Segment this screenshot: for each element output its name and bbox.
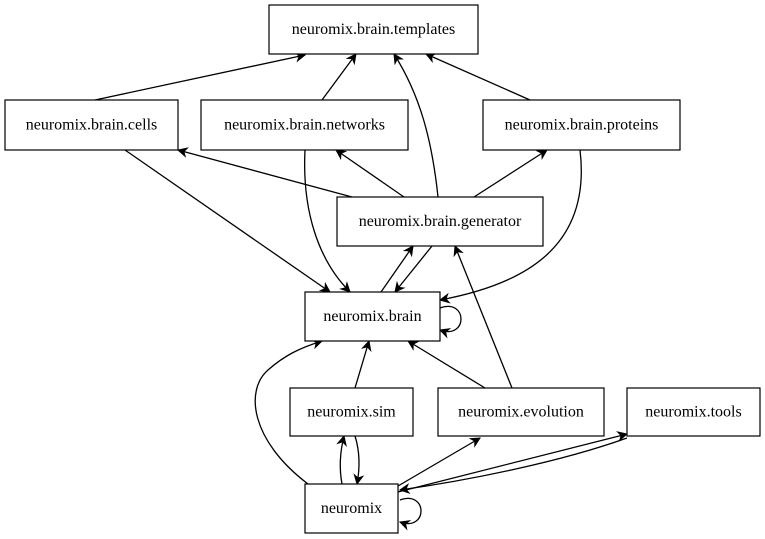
node-neuromix-sim[interactable]: neuromix.sim: [289, 387, 414, 437]
node-neuromix-brain-templates[interactable]: neuromix.brain.templates: [268, 4, 479, 55]
node-label: neuromix.brain.templates: [292, 21, 456, 38]
edge-neuromix-to-tools: [397, 431, 629, 493]
edge-evolution-to-generator: [453, 244, 513, 389]
node-label: neuromix.brain: [323, 308, 421, 325]
edge-neuromix-to-sim: [336, 434, 347, 485]
edge-sim-to-neuromix: [353, 435, 365, 486]
edge-sim-to-brain: [354, 339, 372, 389]
edge-networks-to-brain: [303, 149, 351, 293]
edge-generator-to-brain: [394, 245, 433, 293]
edge-neuromix-self-loop: [398, 497, 422, 531]
node-neuromix-brain-networks[interactable]: neuromix.brain.networks: [200, 99, 409, 151]
edge-generator-to-templates: [393, 53, 439, 198]
edge-cells-to-brain: [124, 149, 331, 293]
node-label: neuromix.brain.networks: [224, 117, 385, 134]
edge-generator-to-networks: [335, 149, 405, 198]
edge-cells-to-templates: [94, 51, 307, 101]
edge-networks-to-templates: [321, 53, 357, 101]
node-neuromix-brain-generator[interactable]: neuromix.brain.generator: [336, 196, 544, 247]
node-neuromix-tools[interactable]: neuromix.tools: [626, 387, 761, 437]
node-label: neuromix: [321, 500, 382, 517]
edge-brain-to-generator: [380, 245, 414, 293]
edge-neuromix-to-brain: [254, 338, 324, 485]
edge-evolution-to-brain: [407, 340, 486, 389]
nodes-layer: neuromix.brain.templates neuromix.brain.…: [4, 4, 761, 534]
node-label: neuromix.brain.generator: [359, 213, 522, 230]
node-neuromix-brain-cells[interactable]: neuromix.brain.cells: [4, 99, 179, 151]
node-label: neuromix.evolution: [458, 404, 584, 421]
edge-neuromix-to-evolution: [397, 437, 481, 487]
node-neuromix[interactable]: neuromix: [304, 483, 399, 534]
edges-layer: [94, 51, 629, 531]
node-neuromix-evolution[interactable]: neuromix.evolution: [437, 387, 605, 437]
node-label: neuromix.brain.cells: [26, 117, 158, 134]
node-neuromix-brain-proteins[interactable]: neuromix.brain.proteins: [482, 99, 681, 151]
edge-brain-self-loop: [438, 305, 462, 339]
edge-generator-to-cells: [176, 147, 353, 198]
edge-generator-to-proteins: [473, 149, 548, 198]
node-neuromix-brain[interactable]: neuromix.brain: [304, 291, 441, 342]
node-label: neuromix.sim: [307, 404, 396, 421]
edge-proteins-to-templates: [424, 52, 531, 101]
edge-tools-to-neuromix: [398, 437, 628, 495]
node-label: neuromix.tools: [645, 404, 741, 421]
node-label: neuromix.brain.proteins: [505, 117, 659, 134]
edge-proteins-to-brain: [438, 149, 582, 304]
